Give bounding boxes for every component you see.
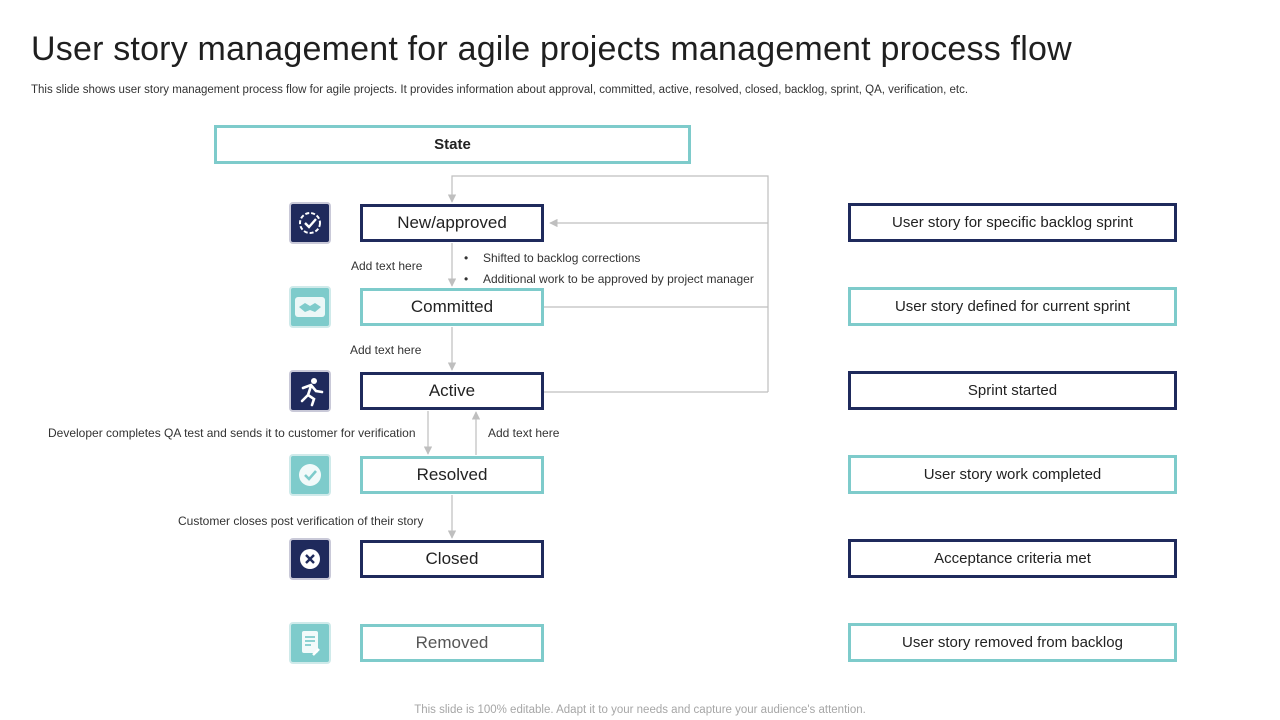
state-header: State: [214, 125, 691, 164]
bullet-item: Shifted to backlog corrections: [464, 248, 754, 269]
annotation-active-to-resolved: Developer completes QA test and sends it…: [48, 426, 416, 440]
state-removed: Removed: [360, 624, 544, 662]
loop-line-to-state: [447, 175, 769, 223]
page-title: User story management for agile projects…: [31, 30, 1072, 68]
state-closed: Closed: [360, 540, 544, 578]
description-committed: User story defined for current sprint: [848, 287, 1177, 326]
close-circle-icon: [289, 538, 331, 580]
handshake-icon: [289, 286, 331, 328]
description-removed: User story removed from backlog: [848, 623, 1177, 662]
state-resolved: Resolved: [360, 456, 544, 494]
state-active: Active: [360, 372, 544, 410]
check-badge-icon: [289, 202, 331, 244]
description-active: Sprint started: [848, 371, 1177, 410]
description-closed: Acceptance criteria met: [848, 539, 1177, 578]
check-circle-icon: [289, 454, 331, 496]
document-edit-icon: [289, 622, 331, 664]
description-new-approved: User story for specific backlog sprint: [848, 203, 1177, 242]
annotation-committed-to-active: Add text here: [350, 343, 422, 357]
backlog-bullet-list: Shifted to backlog corrections Additiona…: [464, 248, 754, 290]
state-new-approved: New/approved: [360, 204, 544, 242]
state-committed: Committed: [360, 288, 544, 326]
annotation-resolved-to-closed: Customer closes post verification of the…: [178, 514, 424, 528]
annotation-new-to-committed: Add text here: [351, 259, 423, 273]
footer-note: This slide is 100% editable. Adapt it to…: [414, 704, 866, 716]
bullet-item: Additional work to be approved by projec…: [464, 269, 754, 290]
page-subtitle: This slide shows user story management p…: [31, 84, 969, 96]
description-resolved: User story work completed: [848, 455, 1177, 494]
running-person-icon: [289, 370, 331, 412]
annotation-resolved-to-active: Add text here: [488, 426, 560, 440]
